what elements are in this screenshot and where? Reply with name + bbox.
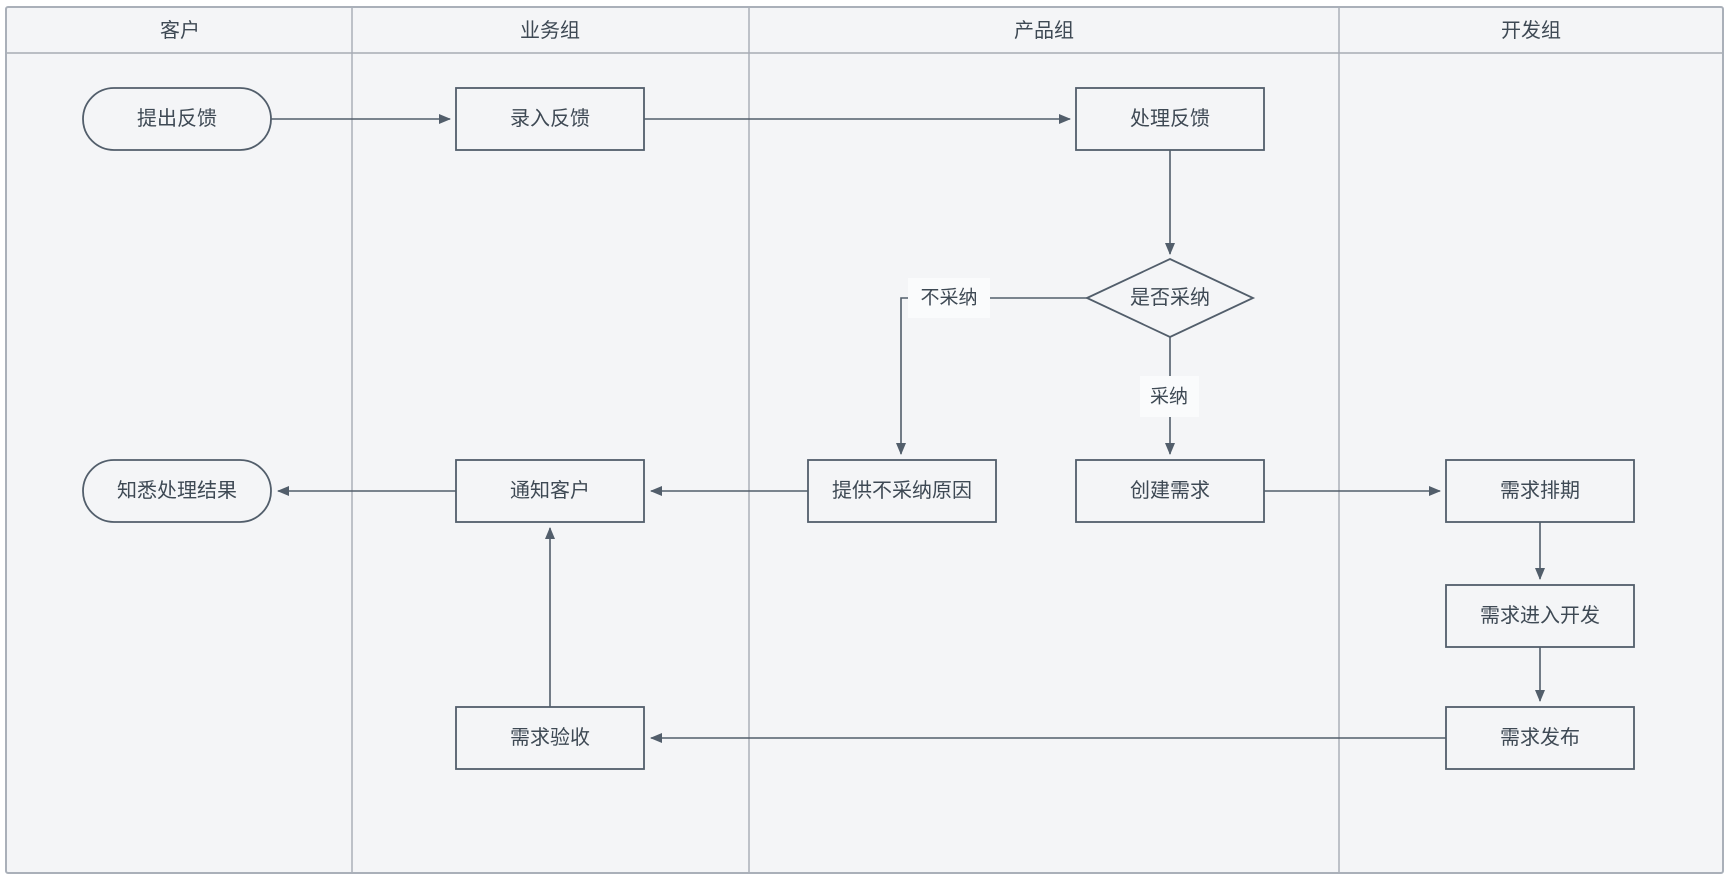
edge-label-adopted-bg bbox=[1140, 376, 1199, 417]
node-know-result[interactable]: 知悉处理结果 bbox=[82, 459, 272, 523]
node-know-result-shape bbox=[82, 459, 272, 523]
node-notify-customer-label: 通知客户 bbox=[510, 479, 590, 502]
edge-label-adopted-text: 采纳 bbox=[1150, 386, 1188, 408]
lane-header-product[interactable]: 产品组 bbox=[749, 8, 1339, 53]
node-release-requirement-label: 需求发布 bbox=[1500, 726, 1580, 749]
node-enter-feedback-label: 录入反馈 bbox=[510, 107, 590, 130]
node-provide-reason[interactable]: 提供不采纳原因 bbox=[807, 459, 997, 523]
lane-header-customer-label: 客户 bbox=[160, 19, 200, 42]
node-accept-requirement-label: 需求验收 bbox=[510, 726, 590, 749]
lane-header-business-label: 业务组 bbox=[520, 19, 580, 42]
lane-header-business[interactable]: 业务组 bbox=[352, 8, 749, 53]
node-enter-feedback-shape bbox=[455, 87, 645, 151]
node-know-result-label: 知悉处理结果 bbox=[117, 479, 237, 502]
node-schedule-requirement-shape bbox=[1445, 459, 1635, 523]
edge-label-not-adopted[interactable]: 不采纳 bbox=[908, 278, 990, 318]
node-create-requirement-shape bbox=[1075, 459, 1265, 523]
node-process-feedback-label: 处理反馈 bbox=[1130, 107, 1210, 130]
node-submit-feedback-label: 提出反馈 bbox=[137, 107, 217, 130]
edge-label-adopted[interactable]: 采纳 bbox=[1140, 376, 1199, 417]
node-schedule-requirement[interactable]: 需求排期 bbox=[1445, 459, 1635, 523]
edge-label-not-adopted-bg bbox=[908, 278, 990, 318]
node-accept-requirement[interactable]: 需求验收 bbox=[455, 706, 645, 770]
node-adopt-decision[interactable]: 是否采纳 bbox=[1084, 258, 1256, 338]
edge-adopt-decision-to-provide-reason[interactable] bbox=[896, 297, 1087, 455]
lane-header-dev-label: 开发组 bbox=[1501, 19, 1561, 42]
node-release-requirement-shape bbox=[1445, 706, 1635, 770]
node-start-development-shape bbox=[1445, 584, 1635, 648]
node-submit-feedback-shape bbox=[82, 87, 272, 151]
node-adopt-decision-shape bbox=[1084, 258, 1256, 338]
node-start-development-label: 需求进入开发 bbox=[1480, 604, 1600, 627]
node-accept-requirement-shape bbox=[455, 706, 645, 770]
lane-header-customer[interactable]: 客户 bbox=[7, 8, 352, 53]
node-start-development[interactable]: 需求进入开发 bbox=[1445, 584, 1635, 648]
node-create-requirement-label: 创建需求 bbox=[1130, 479, 1210, 502]
node-notify-customer[interactable]: 通知客户 bbox=[455, 459, 645, 523]
edge-label-not-adopted-text: 不采纳 bbox=[920, 287, 977, 309]
node-submit-feedback[interactable]: 提出反馈 bbox=[82, 87, 272, 151]
node-process-feedback-shape bbox=[1075, 87, 1265, 151]
node-provide-reason-label: 提供不采纳原因 bbox=[832, 479, 972, 502]
node-provide-reason-shape bbox=[807, 459, 997, 523]
node-adopt-decision-label: 是否采纳 bbox=[1130, 286, 1210, 309]
diagram-frame bbox=[5, 6, 1724, 874]
node-release-requirement[interactable]: 需求发布 bbox=[1445, 706, 1635, 770]
node-enter-feedback[interactable]: 录入反馈 bbox=[455, 87, 645, 151]
node-schedule-requirement-label: 需求排期 bbox=[1500, 479, 1580, 502]
lane-header-dev[interactable]: 开发组 bbox=[1339, 8, 1723, 53]
lane-header-product-label: 产品组 bbox=[1014, 19, 1074, 42]
node-notify-customer-shape bbox=[455, 459, 645, 523]
node-create-requirement[interactable]: 创建需求 bbox=[1075, 459, 1265, 523]
node-process-feedback[interactable]: 处理反馈 bbox=[1075, 87, 1265, 151]
